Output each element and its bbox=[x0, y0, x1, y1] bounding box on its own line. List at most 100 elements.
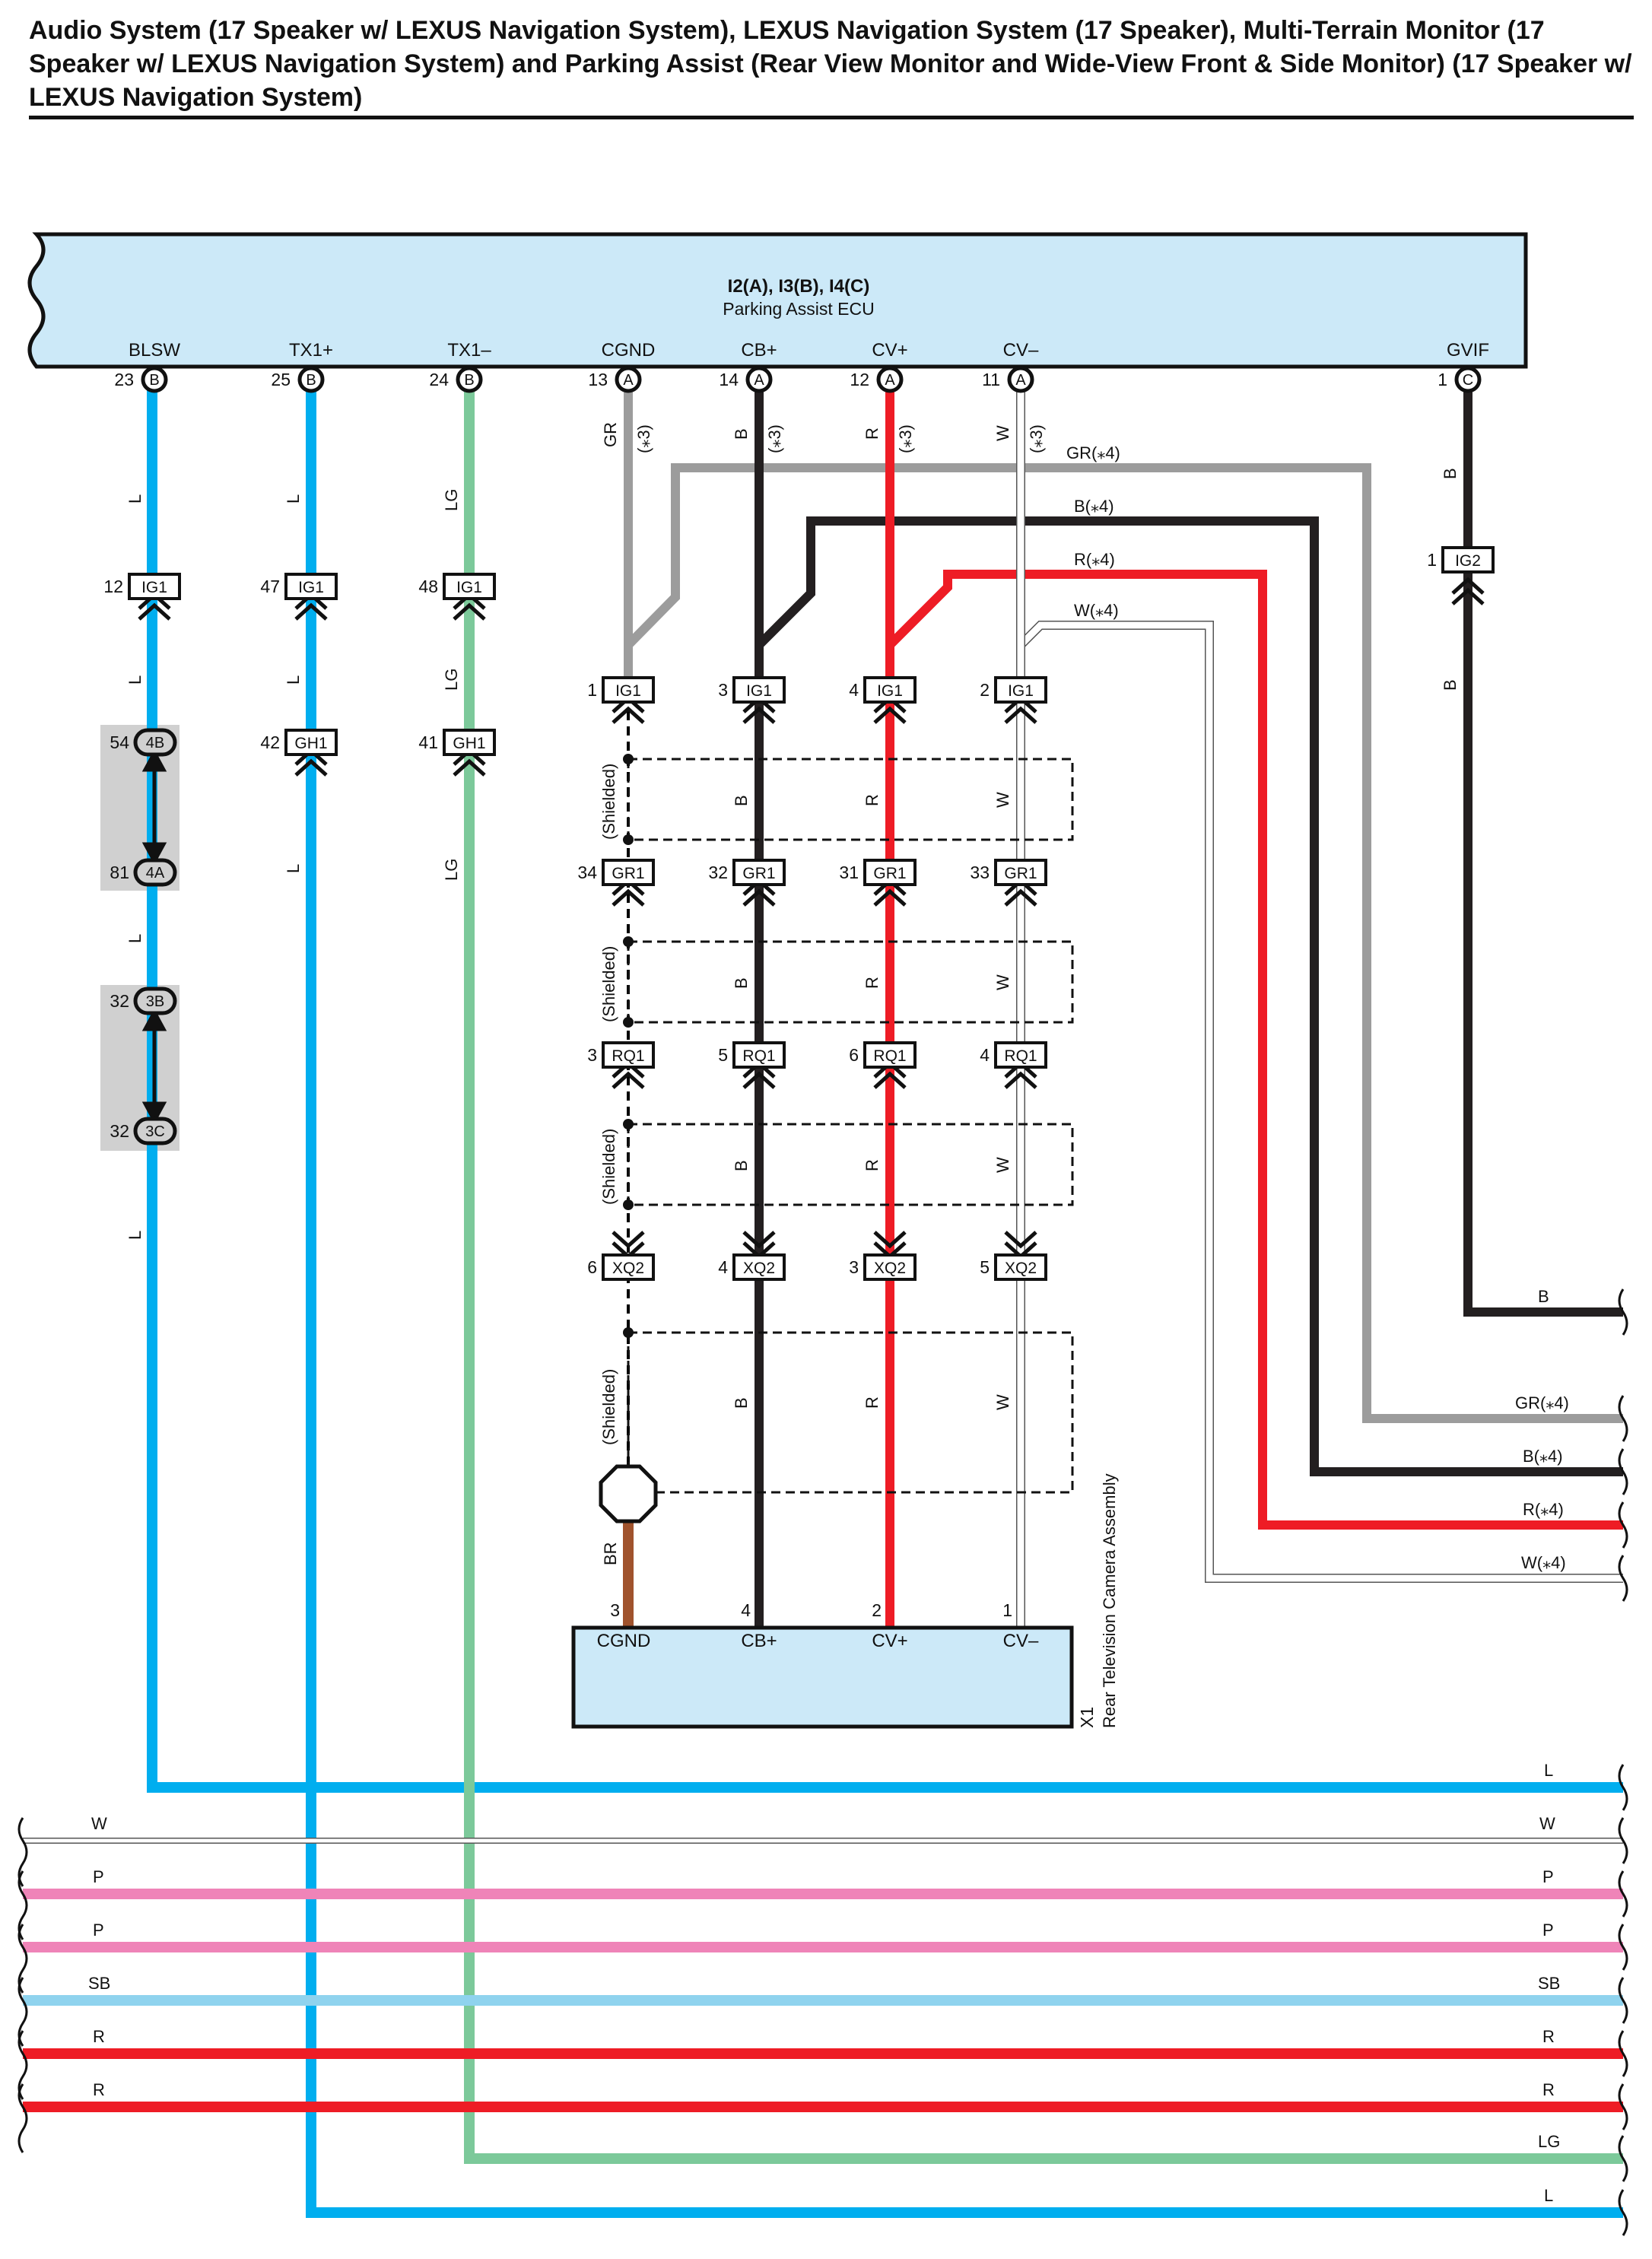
branch-labels: GR(⁎4) B(⁎4) R(⁎4) W(⁎4) B GR(⁎4) B(⁎4) … bbox=[1066, 443, 1569, 1572]
junction-numbers: 54 81 32 32 bbox=[110, 732, 129, 1141]
shield-ground-symbol bbox=[599, 1464, 658, 1523]
connector-name: IG1 bbox=[877, 682, 903, 700]
wire-label: W bbox=[993, 425, 1012, 441]
camera-code: X1 bbox=[1077, 1707, 1097, 1728]
wire-label: LG bbox=[442, 669, 461, 691]
junction-arrows bbox=[141, 748, 167, 1125]
wire-label: R bbox=[863, 427, 882, 440]
junction-name: 4A bbox=[146, 865, 165, 882]
connector-chevrons bbox=[138, 577, 1485, 1260]
wire-label: W bbox=[993, 974, 1012, 990]
bus-label: L bbox=[1544, 2186, 1553, 2205]
ecu-pin-conn: A bbox=[1015, 372, 1026, 389]
wire-label: (⁎3) bbox=[634, 424, 653, 453]
connector-name: GH1 bbox=[453, 735, 485, 752]
camera-pin-number: 4 bbox=[741, 1600, 751, 1620]
bus-label: SB bbox=[88, 1974, 110, 1993]
connector-name: RQ1 bbox=[873, 1047, 906, 1065]
break-marks-right bbox=[1618, 1288, 1628, 2236]
bus-label: W bbox=[1539, 1814, 1555, 1833]
wire-label: B bbox=[1441, 468, 1460, 479]
connector-name: GR1 bbox=[1004, 865, 1037, 882]
connector-name: XQ2 bbox=[743, 1260, 775, 1277]
bus-label: LG bbox=[1538, 2132, 1560, 2151]
camera-pin-labels: CGND CB+ CV+ CV– bbox=[597, 1631, 1039, 1651]
title-divider bbox=[29, 116, 1634, 119]
ecu-pin-conn: B bbox=[306, 372, 316, 389]
ecu-pin-number: 13 bbox=[588, 370, 608, 389]
connector-num: 41 bbox=[418, 732, 438, 752]
connector-boxes bbox=[128, 546, 1495, 1281]
wire-label: W bbox=[993, 792, 1012, 808]
wire-label: R bbox=[863, 1159, 882, 1171]
break-marks-left bbox=[17, 1817, 28, 2153]
wire-label: GR bbox=[601, 422, 620, 447]
connector-num: 48 bbox=[418, 577, 438, 596]
connector-name: RQ1 bbox=[1004, 1047, 1037, 1065]
rear-camera-box bbox=[571, 1625, 1074, 1729]
connector-num: 6 bbox=[587, 1257, 597, 1277]
wire-label: (⁎3) bbox=[1027, 424, 1046, 453]
camera-pin-label: CV+ bbox=[872, 1631, 907, 1651]
wire-label: LG bbox=[442, 489, 461, 511]
ecu-pin-label: TX1– bbox=[447, 340, 491, 361]
bus-label: P bbox=[1542, 1867, 1554, 1886]
camera-pin-number: 1 bbox=[1002, 1600, 1012, 1620]
ecu-pin-conn: A bbox=[885, 372, 895, 389]
connector-name: IG1 bbox=[298, 579, 324, 596]
wire-label: R bbox=[863, 1396, 882, 1409]
connector-name: IG1 bbox=[456, 579, 482, 596]
connector-name: RQ1 bbox=[612, 1047, 644, 1065]
connector-num: 4 bbox=[980, 1045, 990, 1065]
shielded-label: (Shielded) bbox=[599, 1129, 618, 1205]
connector-num: 42 bbox=[260, 732, 280, 752]
camera-pin-label: CV– bbox=[1003, 1631, 1039, 1651]
ecu-pin-label: CV– bbox=[1003, 340, 1039, 361]
wire-label: B(⁎4) bbox=[1074, 497, 1114, 516]
ecu-pin-label: CB+ bbox=[741, 340, 777, 361]
connector-num: 3 bbox=[718, 680, 728, 700]
wire-color-labels: L L L L L L L LG LG LG GR (⁎3) B (⁎3) R … bbox=[125, 422, 1460, 1565]
shield-dots bbox=[623, 754, 634, 1338]
camera-name: Rear Television Camera Assembly bbox=[1100, 1473, 1119, 1728]
shielded-label: (Shielded) bbox=[599, 946, 618, 1022]
camera-pin-number: 3 bbox=[610, 1600, 620, 1620]
wire-label: GR(⁎4) bbox=[1515, 1393, 1569, 1412]
bus-labels-left: W P P SB R R bbox=[88, 1814, 110, 2099]
wire-gvif-b bbox=[1463, 379, 1623, 1317]
wire-label: R bbox=[863, 794, 882, 806]
ecu-pin-numbers: 23 25 24 13 14 12 11 1 bbox=[114, 370, 1447, 389]
shield-boxes bbox=[627, 758, 1074, 1494]
bus-label: R bbox=[93, 2080, 105, 2099]
bus-label: L bbox=[1544, 1761, 1553, 1780]
bus-label: SB bbox=[1538, 1974, 1560, 1993]
wire-w4-branch bbox=[1017, 621, 1623, 1582]
connector-num: 1 bbox=[1427, 550, 1437, 570]
bus-label: R bbox=[93, 2027, 105, 2046]
ecu-pin-label: GVIF bbox=[1447, 340, 1489, 361]
connector-num: 31 bbox=[839, 863, 859, 882]
wire-label: GR(⁎4) bbox=[1066, 443, 1120, 462]
ecu-pin-number: 11 bbox=[982, 370, 1000, 389]
connector-name: GR1 bbox=[742, 865, 775, 882]
ecu-pin-number: 1 bbox=[1438, 370, 1447, 389]
ecu-pin-label: CGND bbox=[602, 340, 656, 361]
ecu-pin-number: 24 bbox=[429, 370, 449, 389]
connector-num: 3 bbox=[587, 1045, 597, 1065]
junction-num: 32 bbox=[110, 1121, 129, 1141]
wire-tx1minus-lg bbox=[464, 379, 1623, 2164]
connector-name: IG1 bbox=[746, 682, 772, 700]
connector-num: 33 bbox=[970, 863, 990, 882]
wire-label: B bbox=[732, 795, 751, 806]
camera-pin-numbers: 3 4 2 1 bbox=[610, 1600, 1012, 1620]
wire-label: W bbox=[993, 1157, 1012, 1173]
connector-name: XQ2 bbox=[612, 1260, 644, 1277]
connector-numbers: 12 47 48 1 1 3 4 2 42 41 34 32 31 33 3 5… bbox=[103, 550, 1437, 1277]
junction-names: 4B 4A 3B 3C bbox=[145, 735, 165, 1140]
wire-tx1plus-l bbox=[306, 379, 1623, 2218]
connector-name: IG1 bbox=[141, 579, 167, 596]
wire-label: B bbox=[1538, 1287, 1549, 1306]
connector-name: IG1 bbox=[615, 682, 641, 700]
connector-num: 4 bbox=[718, 1257, 728, 1277]
